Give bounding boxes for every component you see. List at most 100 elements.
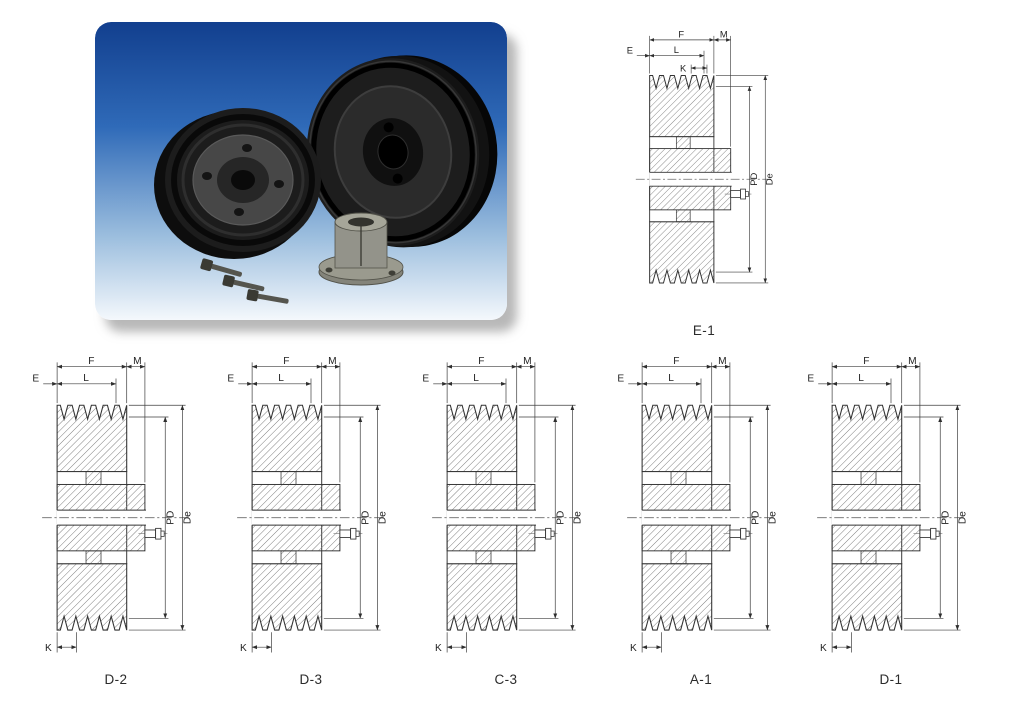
dimensions: F M E L K [32,356,193,654]
dim-label-E: E [627,46,633,56]
web-rib-bottom [280,550,297,565]
pulley-figure: F M E L K [610,356,792,687]
setscrew-bolt [724,188,752,200]
dim-label-E: E [422,374,429,385]
dimensions: F M E L K [627,30,775,284]
wheel-section [432,404,580,631]
dimensions: F M E L K [422,356,583,654]
grooved-rim-bottom [831,563,903,631]
pulley-figure: F M E L K [220,356,402,687]
dim-label-M: M [718,356,726,367]
wheel-section [635,74,773,284]
dim-label-F: F [863,356,869,367]
setscrew-bolt [138,527,168,540]
pulley-figure: F M E L K [415,356,597,687]
dim-label-E: E [807,374,814,385]
dim-label-De: De [765,173,775,185]
dim-label-L: L [858,373,864,384]
dim-K-bottom: K [630,632,662,654]
dim-label-K: K [240,643,247,654]
dim-label-De: De [377,511,388,524]
setscrew-bolt [528,527,558,540]
dim-K-bottom: K [45,632,77,654]
figure-caption: D-3 [299,672,323,688]
pulley-figure: F M E L K [620,30,788,338]
dim-label-L: L [668,373,674,384]
dim-label-M: M [720,30,728,39]
pulley-section-drawing: F M E L K [627,30,775,284]
wheel-section [627,404,775,631]
grooved-rim-top [641,404,713,473]
product-photo [95,22,507,320]
web-rib-top [860,471,877,485]
dim-label-M: M [523,356,531,367]
pulley-section-drawing: F M E L K [32,356,193,654]
figure-caption: D-2 [104,672,128,688]
dim-label-De: De [957,511,968,524]
dim-label-E: E [617,374,624,385]
grooved-rim-bottom [446,563,518,631]
dim-K-bottom: K [435,632,467,654]
pulley-figure: F M E L K [800,356,982,687]
grooved-rim-bottom [641,563,713,631]
grooved-rim-top [56,404,128,473]
dim-label-K: K [45,643,52,654]
dim-K-bottom: K [240,632,272,654]
grooved-rim-bottom [649,221,715,284]
dim-label-F: F [88,356,94,367]
dim-label-L: L [278,373,284,384]
dimensions: F M E L K [617,356,778,654]
dimensions: F M E L K [227,356,388,654]
setscrew-bolt [913,527,943,540]
grooved-rim-top [446,404,518,473]
dimensions: F M E L K [807,356,968,654]
dim-K-top: K [680,64,708,74]
pulley-figure: F M E L K [25,356,207,687]
dim-label-L: L [674,45,679,55]
web-rib-top [85,471,102,485]
grooved-rim-bottom [56,563,128,631]
dim-label-K: K [680,64,687,74]
dim-K-bottom: K [820,632,852,654]
web-rib-bottom [860,550,877,565]
dim-label-F: F [678,30,684,39]
pulley-section-drawing: F M E L K [227,356,388,654]
setscrew-bolt [723,527,753,540]
dim-label-PD: PD [165,511,176,525]
dim-label-M: M [133,356,141,367]
grooved-rim-bottom [251,563,323,631]
wheel-section [42,404,190,631]
dim-label-K: K [820,643,827,654]
figure-caption: D-1 [879,672,903,688]
figure-caption: C-3 [494,672,518,688]
dim-label-PD: PD [360,511,371,525]
dim-label-K: K [630,643,637,654]
wheel-section [817,404,965,631]
figure-caption: A-1 [689,672,713,688]
web-rib-bottom [670,550,687,565]
dim-label-L: L [473,373,479,384]
dim-label-PD: PD [555,511,566,525]
pulley-section-drawing: F M E L K [807,356,968,654]
dim-label-PD: PD [940,511,951,525]
dim-label-M: M [908,356,916,367]
web-rib-bottom [475,550,492,565]
grooved-rim-top [649,74,715,138]
web-rib-top [475,471,492,485]
dim-label-De: De [572,511,583,524]
dim-label-PD: PD [749,172,759,185]
dim-label-F: F [478,356,484,367]
taper-bushing [318,212,404,286]
dim-label-F: F [283,356,289,367]
pulley-right [306,55,498,248]
wheel-section [237,404,385,631]
dim-label-E: E [227,374,234,385]
dim-label-De: De [182,511,193,524]
web-rib-bottom [85,550,102,565]
figure-caption: E-1 [692,322,716,338]
web-rib-bottom [675,209,691,223]
web-rib-top [280,471,297,485]
dim-label-L: L [83,373,89,384]
dim-label-PD: PD [750,511,761,525]
